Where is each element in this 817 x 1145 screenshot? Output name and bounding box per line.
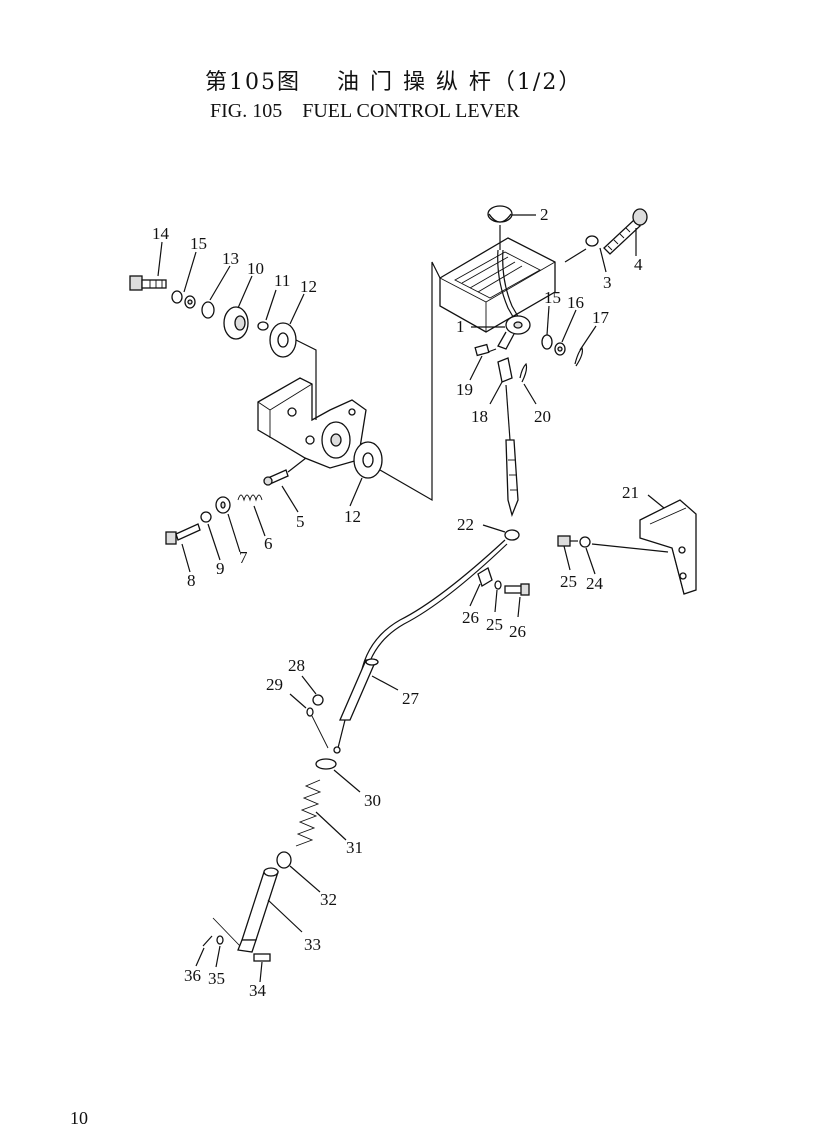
callout-25a: 25 [560,572,577,591]
clevis-19-bolt-20-pin-21 [474,343,528,383]
washer-16-nut-17-pin-18 [541,334,583,367]
callout-1: 1 [456,317,465,336]
lower-spring-assembly [202,694,337,962]
callout-20: 19 [456,380,473,399]
callout-12a: 12 [300,277,317,296]
callout-14: 14 [152,224,170,243]
callout-28: 28 [288,656,305,675]
callout-22: 21 [622,483,639,502]
page-number: 10 [70,1108,88,1128]
callout-11: 11 [274,271,290,290]
callout-4: 4 [634,255,643,274]
leader-lines [157,214,665,983]
callout-17: 16 [567,293,584,312]
callout-36: 36 [184,966,201,985]
callout-2: 2 [540,205,549,224]
callout-12b: 12 [344,507,361,526]
callout-9: 9 [216,559,225,578]
callout-10: 10 [247,259,264,278]
callout-30: 30 [364,791,381,810]
bracket-22 [557,499,697,595]
callout-24a: 24 [586,574,604,593]
callout-19: 18 [471,407,488,426]
figure-title-english: FIG. 105 FUEL CONTROL LEVER [210,100,520,122]
callout-32: 32 [320,890,337,909]
adjust-bolt-set [165,457,307,545]
callout-21: 20 [534,407,551,426]
callout-26: 26 [462,608,479,627]
callout-7: 7 [239,548,248,567]
lever-plate-assembly [439,205,556,350]
callout-8: 8 [187,571,196,590]
callout-33: 33 [304,935,321,954]
callout-31: 31 [346,838,363,857]
callout-25b: 26 [509,622,526,641]
callout-labels: 2 3 4 1 15 16 17 19 18 20 21 22 25 24 26… [152,205,643,1000]
callout-27: 27 [402,689,420,708]
callout-18: 17 [592,308,610,327]
clamp-26-bolt-25 [477,567,530,596]
callout-29: 29 [266,675,283,694]
callout-34: 34 [249,981,267,1000]
callout-24b: 25 [486,615,503,634]
figure-title-chinese: 第105图 油 门 操 纵 杆（1/2） [205,70,583,95]
callout-5: 5 [296,512,305,531]
callout-13: 13 [222,249,239,268]
callout-15: 15 [190,234,207,253]
callout-16: 15 [544,288,561,307]
bolt-4-nut-3 [564,208,648,263]
callout-23: 22 [457,515,474,534]
callout-35: 35 [208,969,225,988]
control-cable [333,384,520,754]
callout-6: 6 [264,534,273,553]
pivot-assembly-left [129,261,441,502]
callout-3: 3 [603,273,612,292]
